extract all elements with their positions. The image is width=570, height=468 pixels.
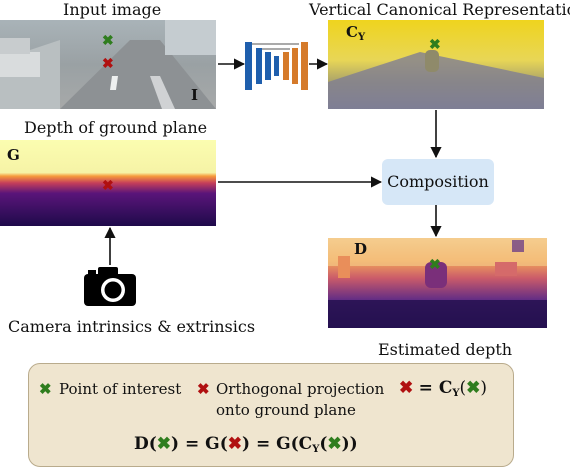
depth-point-marker: ✖ — [429, 257, 441, 273]
composition-box: Composition — [382, 159, 494, 205]
vcr-letter: CY — [346, 23, 366, 43]
vcr-label: Vertical Canonical Representation — [309, 0, 570, 19]
ground-projection-marker: ✖ — [102, 178, 114, 194]
legend-equation-2: D(✖) = G(✖) = G(CY(✖)) — [134, 434, 358, 455]
flow-arrows — [104, 58, 442, 265]
input-image-label: Input image — [63, 0, 162, 19]
camera-icon — [84, 267, 136, 306]
depth-letter: D — [354, 240, 368, 258]
point-of-interest-marker: ✖ — [102, 33, 114, 49]
ground-letter: G — [7, 146, 20, 164]
camera-label: Camera intrinsics & extrinsics — [8, 317, 256, 336]
legend-ortho-line1: Orthogonal projection — [216, 380, 385, 398]
input-letter: I — [191, 86, 199, 104]
cnn-icon — [245, 42, 308, 90]
legend-poi-text: Point of interest — [59, 380, 182, 398]
legend-red-marker: ✖ — [197, 380, 210, 398]
ground-depth-label: Depth of ground plane — [24, 118, 208, 137]
ground-depth-panel — [0, 140, 216, 226]
projection-marker: ✖ — [102, 56, 114, 72]
estimated-depth-label: Estimated depth — [378, 340, 513, 359]
legend-green-marker: ✖ — [39, 380, 52, 398]
vcr-panel — [328, 20, 544, 109]
legend-equation-1: ✖ = CY(✖) — [399, 378, 488, 399]
legend-box: ✖ Point of interest ✖ Orthogonal project… — [28, 363, 514, 467]
legend-ortho-line2: onto ground plane — [216, 401, 356, 419]
input-image-panel — [0, 20, 216, 109]
vcr-point-marker: ✖ — [429, 37, 441, 53]
estimated-depth-panel — [328, 238, 547, 328]
